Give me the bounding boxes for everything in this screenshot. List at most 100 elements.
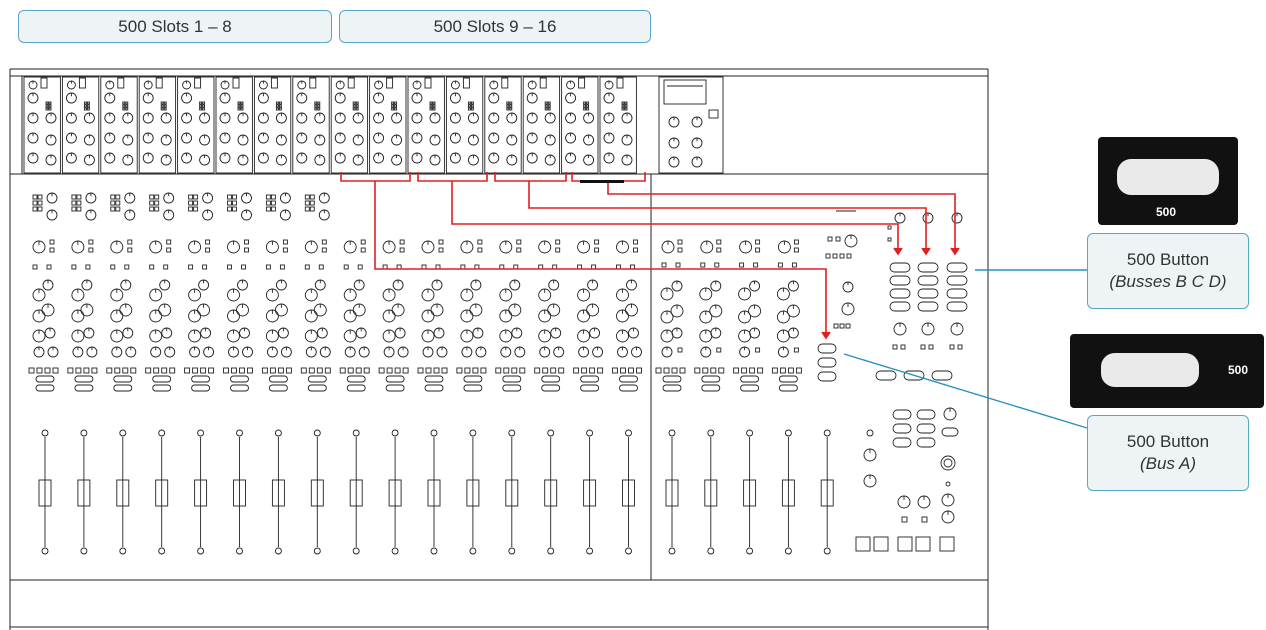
- led: [347, 367, 354, 374]
- led: [612, 367, 618, 374]
- led: [391, 104, 395, 108]
- led: [352, 101, 356, 105]
- led: [110, 264, 116, 270]
- callout-subtitle: (Bus A): [1139, 454, 1197, 473]
- led: [237, 107, 241, 111]
- led: [52, 367, 59, 374]
- master-button: [897, 536, 913, 552]
- fader-top-screw: [352, 429, 360, 437]
- led: [733, 367, 740, 374]
- led: [237, 101, 241, 105]
- button: [35, 384, 55, 392]
- meter: [232, 77, 240, 89]
- button: [889, 275, 911, 286]
- led: [506, 107, 510, 111]
- button: [946, 262, 968, 273]
- led: [547, 104, 551, 108]
- led: [145, 367, 152, 374]
- led: [901, 516, 908, 523]
- button: [541, 375, 561, 383]
- led: [223, 367, 229, 374]
- led: [71, 264, 77, 270]
- led: [48, 101, 52, 105]
- button: [889, 288, 911, 299]
- button: [875, 370, 897, 381]
- meter: [40, 77, 48, 89]
- led: [261, 367, 268, 374]
- led: [739, 262, 745, 268]
- rack-module: [522, 76, 561, 174]
- meter: [578, 77, 586, 89]
- routing-line-8: [607, 181, 956, 254]
- button: [889, 262, 911, 273]
- led: [771, 367, 778, 374]
- led: [91, 367, 98, 374]
- led: [357, 264, 363, 270]
- led: [716, 239, 722, 245]
- led: [45, 101, 49, 105]
- led: [402, 367, 409, 374]
- led: [920, 344, 926, 350]
- led: [779, 367, 786, 374]
- rack-module: [23, 76, 61, 174]
- meter: [270, 77, 278, 89]
- led: [787, 367, 794, 374]
- led: [887, 225, 892, 230]
- button: [424, 375, 444, 383]
- led: [511, 367, 518, 374]
- routing-arrowhead: [950, 247, 960, 256]
- button: [580, 375, 600, 383]
- meter: [616, 77, 624, 89]
- led: [127, 247, 133, 253]
- led: [67, 367, 74, 374]
- led: [265, 200, 271, 206]
- slots-1-8-label: 500 Slots 1 – 8: [118, 16, 232, 36]
- fader-cap: [505, 479, 519, 507]
- callout-busses-bcd: 500 Button (Busses B C D): [1087, 233, 1249, 309]
- button: [817, 357, 837, 368]
- led: [621, 101, 625, 105]
- led: [621, 107, 625, 111]
- led: [633, 247, 638, 253]
- rack-module: [445, 76, 484, 174]
- led: [163, 107, 167, 111]
- fader-top-screw: [119, 429, 127, 437]
- led: [122, 367, 129, 374]
- led: [192, 367, 199, 374]
- led: [700, 262, 706, 268]
- led: [624, 107, 628, 111]
- button: [903, 370, 925, 381]
- led: [399, 247, 405, 253]
- led: [149, 206, 155, 212]
- led: [270, 206, 276, 212]
- led: [278, 101, 282, 105]
- led: [694, 367, 701, 374]
- led: [833, 323, 839, 329]
- led: [892, 344, 898, 350]
- bus-bar: [580, 180, 624, 183]
- led: [589, 367, 596, 374]
- fader-bottom-screw: [586, 547, 594, 555]
- led: [232, 194, 237, 200]
- led: [71, 206, 77, 212]
- button: [463, 375, 483, 383]
- button: [701, 384, 721, 392]
- fader-cap: [583, 479, 597, 507]
- led: [160, 104, 164, 108]
- led: [244, 247, 249, 253]
- led: [845, 323, 851, 329]
- led: [433, 367, 440, 374]
- button: [580, 384, 600, 392]
- led: [741, 367, 748, 374]
- led: [154, 206, 160, 212]
- callout-bus-a: 500 Button (Bus A): [1087, 415, 1249, 491]
- led: [83, 107, 87, 111]
- led: [199, 107, 203, 111]
- led: [655, 367, 662, 374]
- led: [314, 107, 318, 111]
- led: [124, 264, 130, 270]
- button: [268, 375, 288, 383]
- led: [49, 247, 55, 253]
- button: [946, 288, 968, 299]
- button-photo-busses-bcd: 500: [1098, 137, 1238, 225]
